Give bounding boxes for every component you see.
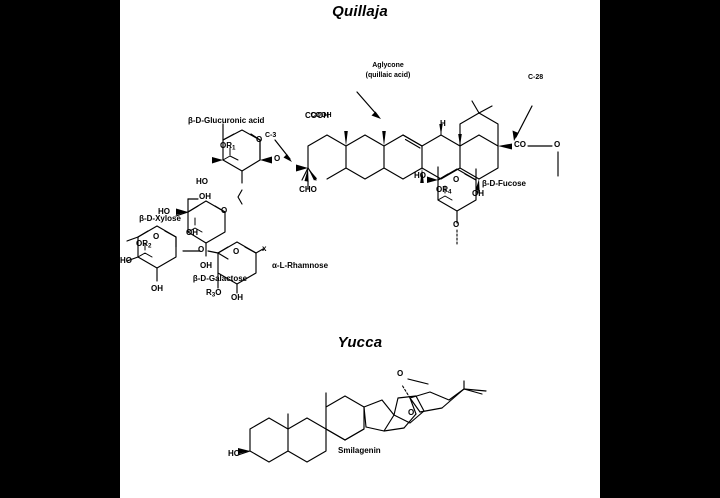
or4-base: OR [436,185,448,194]
atom-label-oh-galactose-bottom: OH [200,261,212,270]
atom-label-o-glycosidic-c3: O [274,154,281,163]
or2-sub: 2 [148,242,152,250]
yucca-structure-drawing [237,378,487,463]
atom-label-cooh-glucuronic: COOH [310,112,332,119]
or2-base: OR [136,239,148,248]
atom-label-oh-c16: OH [472,189,484,198]
atom-label-ho-xylose: HO [120,256,132,265]
or1-base: OR [220,141,232,150]
atom-label-o-fucose-c2: O [453,220,460,229]
atom-label-ho-smilagenin: HO [228,449,240,458]
atom-label-oh-galactose-mid: OH [186,228,198,237]
atom-label-ho-glucuronic: HO [196,177,208,186]
atom-label-h-aglycone: H [440,119,446,128]
atom-label-cho-aglycone: CHO [299,185,317,194]
atom-label-o-ring-fucose: O [453,175,460,184]
substituent-or1-glucuronic: OR1 [220,142,235,152]
atom-label-ho-galactose: HO [158,207,170,216]
atom-label-o-ring-galactose: O [221,206,228,215]
annotation-c28: C-28 [528,74,544,81]
atom-label-o-ester: O [554,140,561,149]
atom-label-o-ring-glucuronic: O [256,135,263,144]
panel-title-quillaja: Quillaja [332,3,388,20]
anomeric-marker-rhamnose: x [262,244,267,253]
figure-canvas: Quillaja Yucca [120,0,600,498]
substituent-or2-xylose: OR2 [136,240,151,250]
atom-label-o-furan-smilagenin: O [408,408,415,417]
r3o-tail: O [215,288,222,297]
atom-label-o-ring-xylose: O [153,232,160,241]
atom-label-oh-galactose-top: OH [199,192,211,201]
annotation-c3: C-3 [265,132,277,139]
or1-sub: 1 [232,144,236,152]
quillaja-structure-drawing [126,91,559,294]
right-black-border [600,0,720,498]
sugar-label-glucuronic-cooh: COOH [305,111,329,120]
sugar-name-glucuronic: β-D-Glucuronic acid [188,116,265,125]
sugar-name-rhamnose: α-L-Rhamnose [272,261,329,270]
atom-label-oh-rhamnose: OH [231,293,243,302]
annotation-aglycone-line2: (quillaic acid) [365,72,411,79]
substituent-r3o-rhamnose: R3O [206,289,221,299]
r3o-sub: 3 [211,291,216,299]
r3o-base: R [206,288,212,297]
left-black-border [0,0,120,498]
sugar-name-xylose: β-D-Xylose [139,214,181,223]
or4-sub: 4 [448,188,452,196]
atom-label-co-c28: CO [514,140,526,149]
atom-label-ho-fucose: HO [414,171,426,180]
substituent-or4-fucose: OR4 [436,186,451,196]
sugar-name-galactose: β-D-Galactose [192,274,248,283]
atom-label-o-xylose-link: O [198,245,205,254]
atom-label-o-ring-rhamnose: O [233,247,240,256]
atom-label-oh-xylose: OH [151,284,163,293]
atom-label-o-pyran-smilagenin: O [397,369,404,378]
annotation-aglycone-line1: Aglycone [372,62,404,69]
panel-title-yucca: Yucca [337,334,383,351]
compound-name-smilagenin: Smilagenin [338,446,381,455]
sugar-name-fucose: β-D-Fucose [482,179,526,188]
